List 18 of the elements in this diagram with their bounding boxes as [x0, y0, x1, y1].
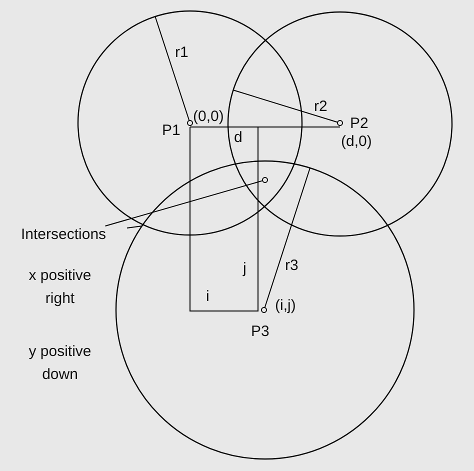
distance-label: i	[206, 288, 210, 305]
leader-line	[126, 226, 142, 228]
point-marker	[262, 177, 268, 183]
callout-text: Intersections	[21, 226, 127, 244]
radius-label: r2	[314, 98, 328, 115]
coordinate-label: (i,j)	[275, 297, 296, 314]
point-label: P3	[251, 323, 270, 340]
radius-label: r1	[175, 44, 188, 61]
axis-note: x positive right	[28, 266, 92, 309]
coordinate-label: (d,0)	[341, 133, 372, 150]
distance-label: j	[243, 260, 246, 277]
axis-note: y positive down	[28, 342, 92, 385]
radius-label: r3	[285, 257, 298, 274]
leader-line	[104, 180, 263, 226]
point-label: P2	[350, 115, 368, 132]
point-label: P1	[162, 122, 180, 139]
distance-label: d	[234, 129, 242, 146]
coordinate-label: (0,0)	[193, 108, 224, 125]
